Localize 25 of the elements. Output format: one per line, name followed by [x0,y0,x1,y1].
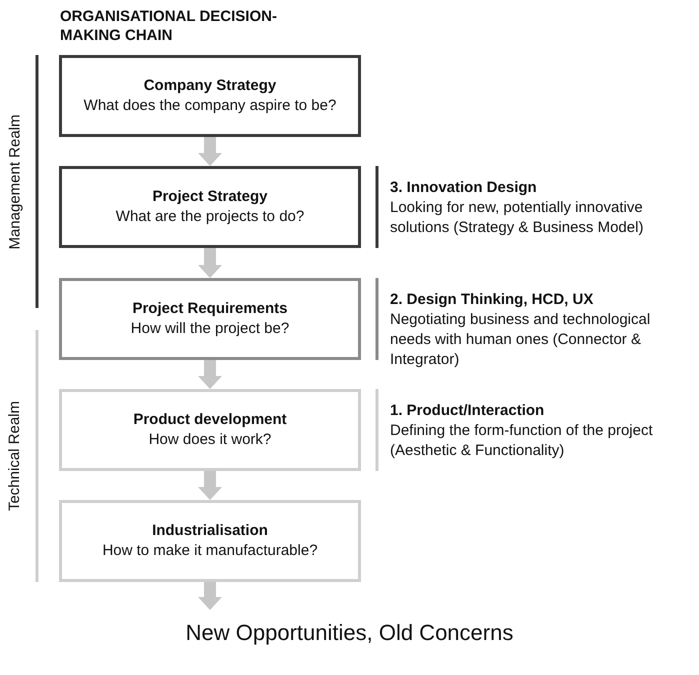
process-box [59,166,361,248]
annotation-heading: 3. Innovation Design [390,178,538,198]
realm-label: Management Realm [5,112,24,252]
annotation-text: Looking for new, potentially innovative solutions (Strategy & Business Model) [390,198,644,238]
caption: New Opportunities, Old Concerns [184,620,514,646]
box-heading: Project Requirements [132,299,288,319]
process-box [59,500,361,582]
diagram-title: ORGANISATIONAL DECISION-MAKING CHAIN [60,7,278,45]
box-question: What are the projects to do? [116,207,304,227]
box-question: How will the project be? [130,319,290,339]
process-box [59,55,361,137]
annotation-text: Defining the form-function of the project (Aesthetic & Functionality) [390,421,654,461]
box-heading: Project Strategy [152,187,268,207]
annotation-heading: 2. Design Thinking, HCD, UX [390,290,594,310]
annotation-heading: 1. Product/Interaction [390,401,546,421]
box-heading: Product development [133,410,287,430]
process-box [59,389,361,471]
annotation-text: Negotiating business and technological needs with human ones (Connector & Integrator) [390,310,652,370]
box-question: What does the company aspire to be? [84,96,336,116]
box-heading: Industrialisation [152,521,268,541]
box-heading: Company Strategy [144,76,276,96]
box-question: How does it work? [148,430,272,450]
process-box [59,278,361,360]
box-question: How to make it manufacturable? [102,541,318,561]
realm-label: Technical Realm [5,400,24,514]
